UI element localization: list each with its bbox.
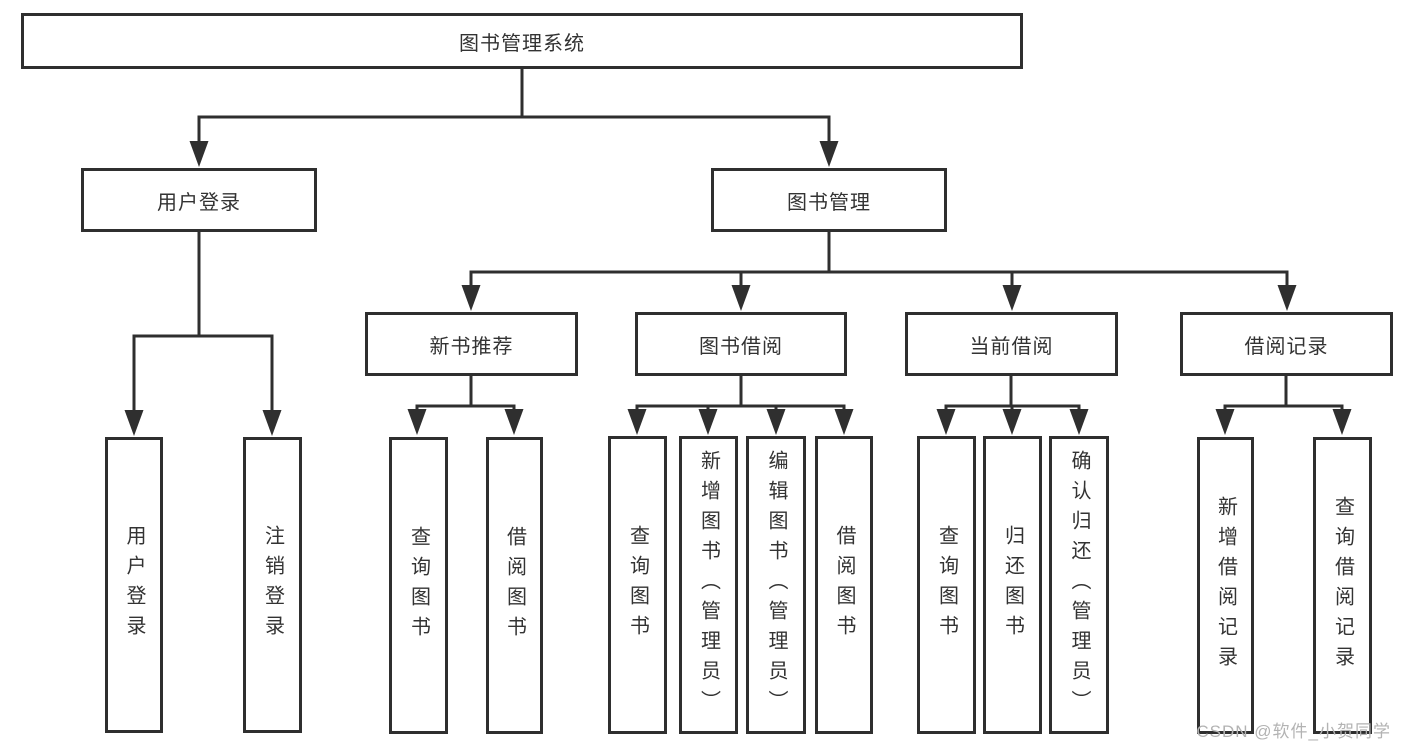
leaf-logout: 注销登录 [243,437,302,733]
leaf-query-books-3: 查询图书 [917,436,976,734]
leaf-add-books-admin-label: 新增图书（管理员） [697,450,720,720]
leaf-query-borrow-record-label: 查询借阅记录 [1331,495,1354,676]
leaf-user-login: 用户登录 [105,437,163,733]
node-borrowing-records-label: 借阅记录 [1244,335,1329,358]
leaf-return-books: 归还图书 [983,436,1042,734]
csdn-watermark: CSDN @软件_小贺同学 [1196,722,1391,741]
leaf-confirm-return-admin: 确认归还（管理员） [1049,436,1109,734]
leaf-add-books-admin: 新增图书（管理员） [679,436,738,734]
leaf-edit-books-admin: 编辑图书（管理员） [746,436,806,734]
node-new-book-recommend: 新书推荐 [365,312,578,376]
leaf-return-books-label: 归还图书 [1001,525,1024,645]
node-current-borrowing: 当前借阅 [905,312,1118,376]
leaf-edit-books-admin-label: 编辑图书（管理员） [765,450,787,720]
leaf-user-login-label: 用户登录 [123,525,145,645]
node-book-borrowing: 图书借阅 [635,312,847,376]
leaf-borrow-books-2-label: 借阅图书 [833,525,855,645]
node-borrowing-records: 借阅记录 [1180,312,1393,376]
leaf-query-books-1: 查询图书 [389,437,448,734]
leaf-query-books-3-label: 查询图书 [935,525,958,645]
node-book-management: 图书管理 [711,168,947,232]
node-user-login-label: 用户登录 [157,191,241,214]
node-root: 图书管理系统 [21,13,1023,69]
leaf-borrow-books-2: 借阅图书 [815,436,873,734]
node-root-label: 图书管理系统 [459,32,585,55]
leaf-query-books-1-label: 查询图书 [407,525,430,646]
node-current-borrowing-label: 当前借阅 [969,335,1054,358]
node-book-management-label: 图书管理 [787,191,871,214]
leaf-query-books-2-label: 查询图书 [626,525,649,645]
leaf-query-books-2: 查询图书 [608,436,667,734]
node-new-book-recommend-label: 新书推荐 [429,335,514,358]
leaf-logout-label: 注销登录 [261,525,284,645]
node-user-login: 用户登录 [81,168,317,232]
leaf-borrow-books-1-label: 借阅图书 [503,525,526,646]
leaf-confirm-return-admin-label: 确认归还（管理员） [1068,450,1090,720]
arrowheads [124,141,1352,436]
node-book-borrowing-label: 图书借阅 [699,335,783,358]
leaf-add-borrow-record: 新增借阅记录 [1197,437,1254,734]
leaf-query-borrow-record: 查询借阅记录 [1313,437,1372,734]
leaf-add-borrow-record-label: 新增借阅记录 [1214,495,1237,676]
leaf-borrow-books-1: 借阅图书 [486,437,543,734]
